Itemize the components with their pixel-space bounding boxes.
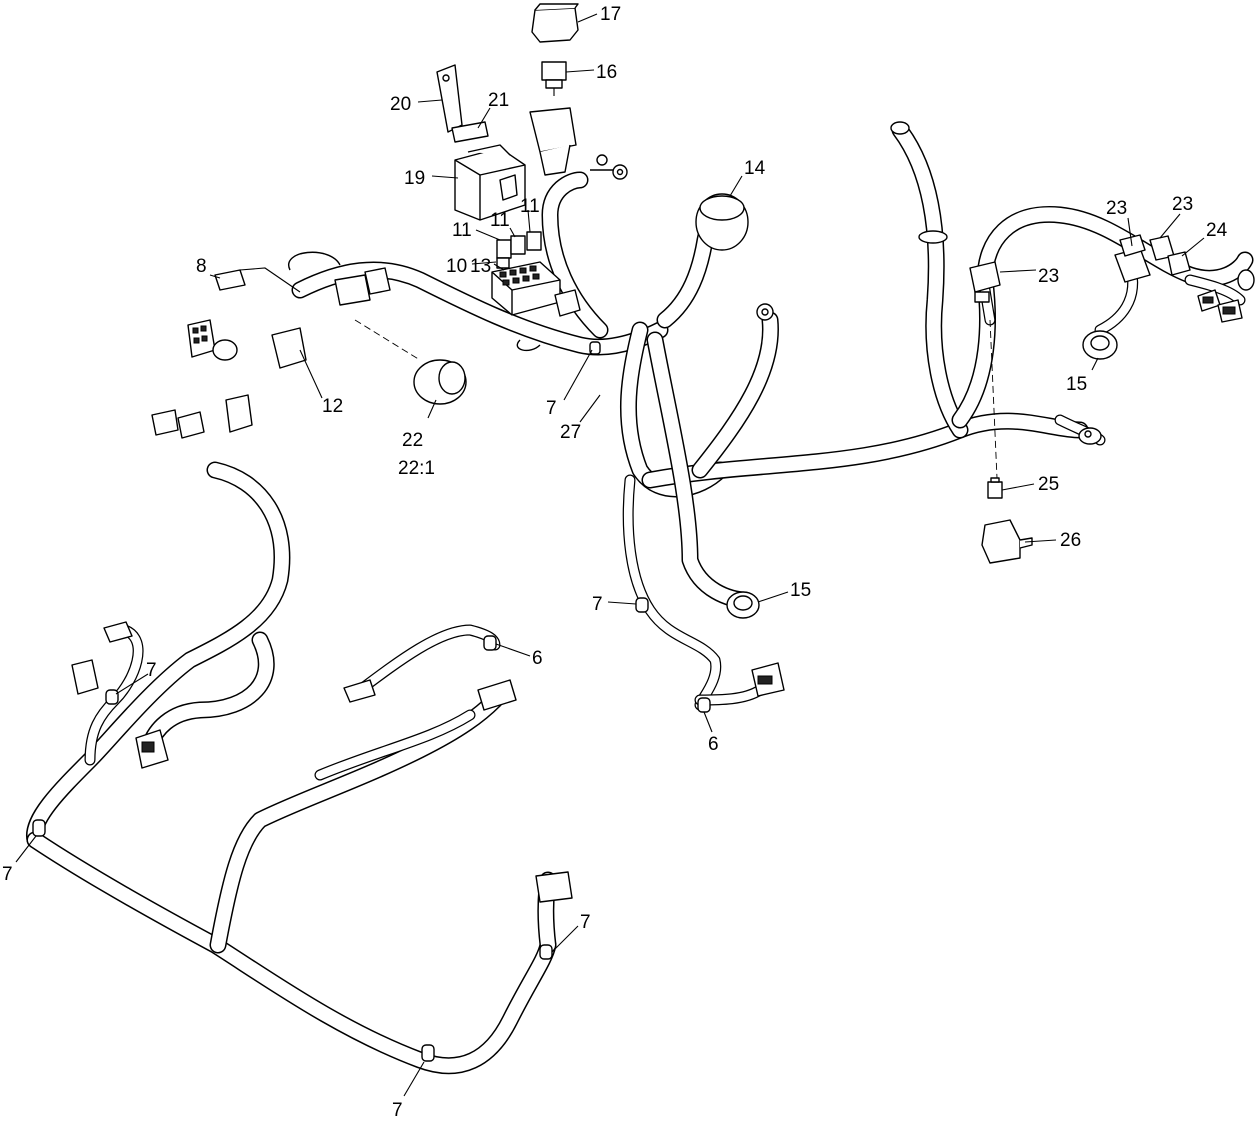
callout-11-a: 11 (452, 220, 472, 241)
callout-11-c: 11 (520, 196, 540, 217)
part-19-relay-box (454, 144, 526, 221)
callout-22: 22 (402, 430, 423, 451)
ring-terminal-trunk (890, 121, 948, 244)
callout-7-mid: 7 (592, 594, 603, 615)
part-25-clip (987, 477, 1003, 499)
callout-24: 24 (1206, 220, 1228, 241)
callout-27: 27 (560, 422, 581, 443)
callout-22-1: 22:1 (398, 458, 435, 479)
callout-7-far-left: 7 (2, 864, 13, 885)
callout-11-b: 11 (490, 210, 510, 231)
callout-7-bottom-right: 7 (580, 912, 591, 933)
assembly-line-22 (354, 319, 421, 361)
part-10-fuse (496, 257, 510, 269)
part-6-clips (483, 635, 711, 713)
connector-far-right-a (1197, 289, 1221, 312)
callout-7-center: 7 (546, 398, 557, 419)
callout-15-center: 15 (790, 580, 811, 601)
part-15-terminal-right (1082, 330, 1118, 360)
callout-17: 17 (600, 4, 621, 25)
callout-12: 12 (322, 396, 343, 417)
ring-terminal-mid (756, 303, 774, 321)
part-11-fuses (496, 231, 542, 259)
ring-terminal-right (1078, 427, 1102, 445)
callout-21: 21 (488, 90, 509, 111)
callout-14: 14 (744, 158, 766, 179)
connector-far-right-b (1217, 299, 1243, 323)
fuse-holder (529, 107, 577, 176)
part-14-boot (695, 193, 749, 251)
part-7-clips (32, 341, 649, 1062)
part-15-terminal-center (726, 591, 760, 619)
callout-25: 25 (1038, 474, 1059, 495)
part-13-fuse-block (491, 261, 561, 316)
part-23-connector-c (969, 261, 1001, 303)
callout-7-bottom: 7 (392, 1100, 403, 1121)
callout-labels: 17 16 20 21 19 11 11 11 10 13 14 8 12 22… (2, 4, 1228, 1121)
callout-23-c: 23 (1038, 266, 1059, 287)
callout-6-upper: 6 (532, 648, 543, 669)
part-8-module (214, 267, 301, 293)
secondary-wires (84, 259, 1246, 781)
part-20-bracket (436, 64, 463, 133)
main-harness-trunks (26, 121, 1254, 1075)
part-12-connector-cluster (151, 251, 391, 439)
callout-16: 16 (596, 62, 617, 83)
callout-13: 13 (470, 256, 491, 277)
callout-23-a: 23 (1106, 198, 1127, 219)
ring-terminal-top (590, 154, 628, 180)
callout-8: 8 (196, 256, 207, 277)
leader-lines (15, 13, 1205, 1097)
part-23-connector-a (1114, 234, 1151, 283)
callout-23-b: 23 (1172, 194, 1193, 215)
callout-19: 19 (404, 168, 425, 189)
callout-15-right: 15 (1066, 374, 1087, 395)
part-24-connector (1167, 251, 1191, 276)
part-17-relay-cover (531, 3, 579, 43)
callout-6-lower: 6 (708, 734, 719, 755)
callout-7-left: 7 (146, 660, 157, 681)
callout-26: 26 (1060, 530, 1081, 551)
part-22-sensor (413, 359, 467, 405)
connector-center (516, 289, 581, 352)
callout-20: 20 (390, 94, 411, 115)
part-26-bracket (981, 519, 1033, 564)
callout-10: 10 (446, 256, 467, 277)
assembly-line-25-26 (989, 319, 998, 479)
part-16-relay (541, 61, 567, 96)
connectors-lower-left (71, 621, 785, 903)
ring-far-right (1237, 269, 1255, 291)
